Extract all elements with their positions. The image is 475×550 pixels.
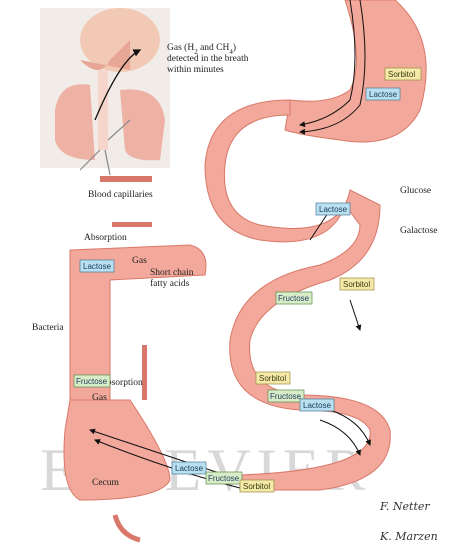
- tag-ileum-sorbitol: [255, 371, 291, 385]
- gas-top-label: Gas: [132, 256, 147, 266]
- signature-2: K. Marzen: [379, 530, 438, 543]
- tag-jej-sorbitol: [339, 277, 375, 291]
- svg-text:Lactose: Lactose: [319, 205, 348, 214]
- absorption-bar-top: [112, 222, 152, 227]
- glucose-label: Glucose: [400, 186, 431, 196]
- gas-mid-label: Gas: [92, 393, 107, 403]
- svg-text:Lactose: Lactose: [303, 401, 332, 410]
- tag-stomach-sorbitol: [384, 67, 422, 81]
- gas-label-line2: detected in the breath: [167, 54, 249, 64]
- tag-colon-lactose: [79, 259, 115, 273]
- svg-text:Fructose: Fructose: [208, 474, 240, 483]
- tag-stomach-lactose: [365, 87, 401, 101]
- blood-capillary-bar: [100, 176, 152, 182]
- stomach: [284, 0, 427, 143]
- head-lungs-illustration: [40, 8, 170, 176]
- tag-bottom-lactose: [171, 461, 207, 475]
- svg-text:Sorbitol: Sorbitol: [243, 482, 270, 491]
- blood-capillaries-label: Blood capillaries: [88, 190, 153, 200]
- signature-1: F. Netter: [379, 500, 430, 513]
- svg-text:Fructose: Fructose: [278, 294, 310, 303]
- tag-bottom-fructose: [205, 471, 243, 485]
- gas-label: Gas (H2 and CH4): [167, 42, 236, 56]
- svg-text:Fructose: Fructose: [76, 377, 108, 386]
- svg-text:Sorbitol: Sorbitol: [259, 374, 286, 383]
- absorption-mid-label: Absorption: [100, 378, 143, 388]
- tag-bottom-sorbitol: [239, 479, 275, 493]
- svg-text:Lactose: Lactose: [175, 464, 204, 473]
- absorption-bar-mid: [142, 345, 147, 400]
- tag-ileum-fructose: [267, 389, 305, 403]
- scfa-label-2: fatty acids: [150, 278, 190, 289]
- scfa-label-1: Short chain: [150, 268, 194, 278]
- svg-text:Fructose: Fructose: [270, 392, 302, 401]
- svg-text:Sorbitol: Sorbitol: [343, 280, 370, 289]
- bacteria-label: Bacteria: [32, 323, 64, 333]
- cecum-label: Cecum: [92, 478, 120, 488]
- svg-text:Sorbitol: Sorbitol: [388, 70, 415, 79]
- absorption-top-label: Absorption: [84, 233, 127, 243]
- tag-colon-fructose: [73, 374, 111, 388]
- tag-jej-fructose: [275, 291, 313, 305]
- svg-text:Lactose: Lactose: [369, 90, 398, 99]
- gas-label-line3: within minutes: [167, 65, 224, 75]
- svg-text:Lactose: Lactose: [83, 262, 112, 271]
- tag-duod-lactose: [315, 202, 351, 216]
- gas-path-arrow: [94, 49, 142, 121]
- galactose-label: Galactose: [400, 226, 437, 236]
- tag-ileum-lactose: [299, 398, 335, 412]
